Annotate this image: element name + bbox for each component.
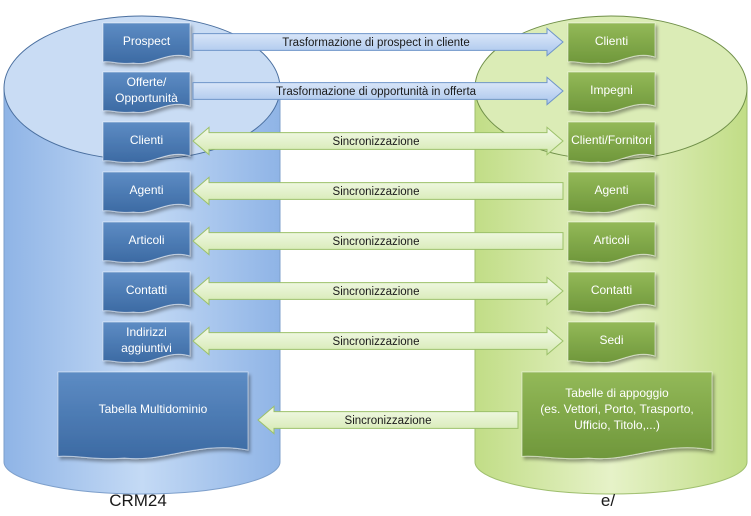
- e-label-clienti: Clienti: [595, 34, 628, 48]
- e-label-contatti: Contatti: [591, 283, 632, 297]
- crm24-label: CRM24: [109, 491, 167, 510]
- arrow-left-8: [257, 405, 519, 435]
- e-label-tabelle-di-appoggio-es-vettori-porto-trasporto-ufficio-titolo-line-3: Ufficio, Titolo,...): [574, 418, 660, 432]
- e-box-impegni: [567, 71, 656, 114]
- e-box-tabelle-di-appoggio-es-vettori-porto-trasporto-ufficio-titolo: [521, 371, 713, 460]
- arrow-label-6: Sincronizzazione: [333, 286, 420, 298]
- crm24-label-articoli: Articoli: [128, 233, 164, 247]
- crm24-box-agenti: [102, 171, 191, 214]
- e-label-impegni: Impegni: [590, 83, 633, 97]
- e-box-contatti: [567, 271, 656, 314]
- arrow-label-4: Sincronizzazione: [333, 186, 420, 198]
- e-label-agenti: Agenti: [594, 183, 628, 197]
- crm24-label-indirizzi-aggiuntivi-line-1: Indirizzi: [126, 325, 167, 339]
- e-label-sedi: Sedi: [599, 333, 623, 347]
- crm24-box-contatti: [102, 271, 191, 314]
- crm24-box-tabella-multidominio: [57, 371, 249, 460]
- crm24-label-offerte-opportunita-line-1: Offerte/: [127, 75, 167, 89]
- crm24-box-clienti: [102, 121, 191, 164]
- arrow-both-6: [192, 276, 564, 306]
- crm24-label-agenti: Agenti: [129, 183, 163, 197]
- arrow-label-8: Sincronizzazione: [345, 415, 432, 427]
- crm24-box-offerte-opportunita: [102, 71, 191, 114]
- crm24-label-prospect: Prospect: [123, 34, 171, 48]
- e-box-clienti: [567, 22, 656, 65]
- e-box-sedi: [567, 321, 656, 364]
- crm24-label-tabella-multidominio: Tabella Multidominio: [99, 402, 208, 416]
- e-label-tabelle-di-appoggio-es-vettori-porto-trasporto-ufficio-titolo-line-2: (es. Vettori, Porto, Trasporto,: [540, 402, 693, 416]
- e-database-label: e/: [601, 491, 615, 510]
- crm24-box-prospect: [102, 22, 191, 65]
- crm24-box-articoli: [102, 221, 191, 264]
- arrow-label-3: Sincronizzazione: [333, 136, 420, 148]
- arrow-both-3: [192, 126, 564, 156]
- crm24-label-clienti: Clienti: [130, 133, 163, 147]
- arrow-label-1: Trasformazione di prospect in cliente: [282, 37, 470, 49]
- arrow-left-4: [192, 176, 564, 206]
- arrow-label-5: Sincronizzazione: [333, 236, 420, 248]
- e-box-articoli: [567, 221, 656, 264]
- crm24-box-indirizzi-aggiuntivi: [102, 321, 191, 364]
- e-label-tabelle-di-appoggio-es-vettori-porto-trasporto-ufficio-titolo-line-1: Tabelle di appoggio: [565, 386, 669, 400]
- arrow-label-7: Sincronizzazione: [333, 336, 420, 348]
- arrow-left-5: [192, 226, 564, 256]
- arrow-right-1: [192, 27, 564, 57]
- e-label-articoli: Articoli: [593, 233, 629, 247]
- crm24-label-indirizzi-aggiuntivi-line-2: aggiuntivi: [121, 341, 172, 355]
- arrow-label-2: Trasformazione di opportunità in offerta: [276, 86, 477, 98]
- e-label-clienti-fornitori: Clienti/Fornitori: [571, 133, 652, 147]
- arrow-right-2: [192, 76, 564, 106]
- arrow-both-7: [192, 326, 564, 356]
- crm24-label-contatti: Contatti: [126, 283, 167, 297]
- e-box-agenti: [567, 171, 656, 214]
- crm24-label-offerte-opportunita-line-2: Opportunità: [115, 91, 178, 105]
- e-box-clienti-fornitori: [567, 121, 656, 164]
